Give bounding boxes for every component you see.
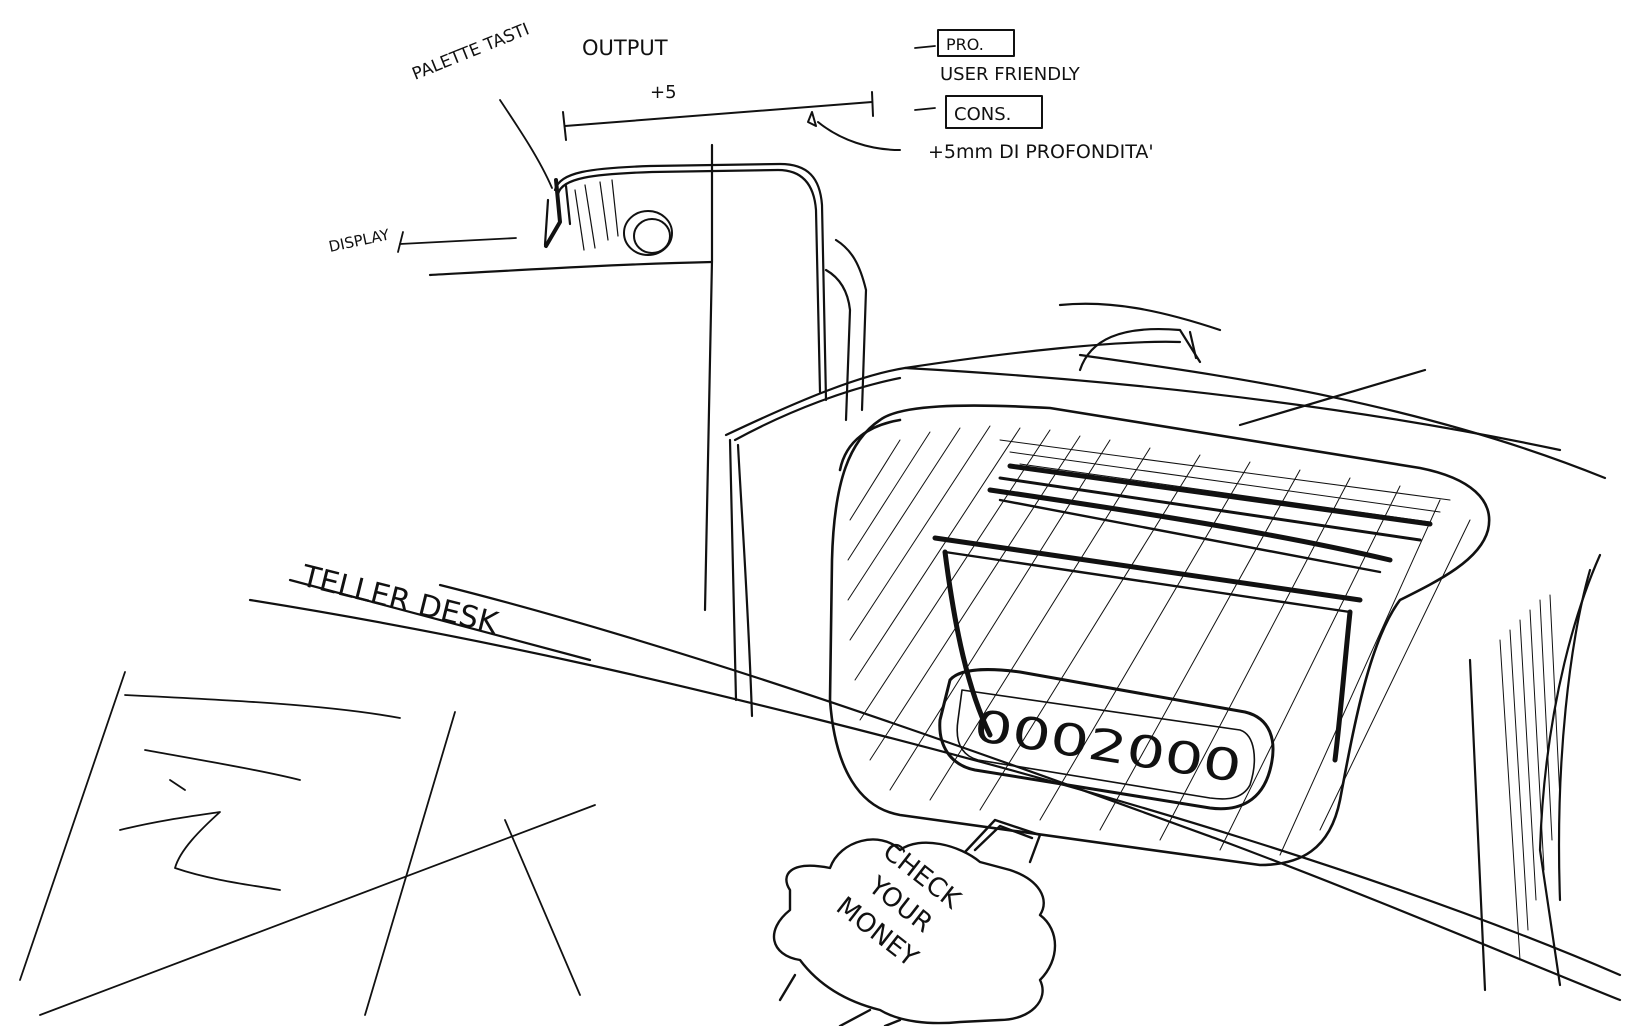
- label-cons: CONS.: [954, 104, 1011, 125]
- output-device: [428, 143, 868, 612]
- label-pro: PRO.: [946, 35, 984, 54]
- display-window: [544, 178, 572, 248]
- check-your-money-text: CHECK YOUR MONEY: [830, 836, 966, 973]
- foreground-frame-sketch: [19, 671, 596, 1016]
- label-dimension: +5: [650, 82, 677, 103]
- check-your-money-sign: [772, 818, 1057, 1026]
- bill-slot-upper: [998, 463, 1433, 542]
- bill-slot-middle: [987, 487, 1393, 574]
- label-teller-desk: TELLER DESK: [297, 559, 503, 642]
- counter-display: [938, 668, 1275, 811]
- label-depth-note: +5mm DI PROFONDITA': [928, 141, 1154, 163]
- label-user-friendly: USER FRIENDLY: [940, 64, 1081, 85]
- label-output: OUTPUT: [582, 36, 668, 60]
- pro-box: [937, 29, 1015, 57]
- desk-body: [248, 302, 1622, 1002]
- cons-box: [945, 95, 1043, 129]
- desk-side-hatching: [1499, 594, 1561, 961]
- label-palette-tasti: PALETTE TASTI: [409, 19, 532, 84]
- counter-display-digits: 0002000: [970, 700, 1245, 793]
- bill-slot-lower: [932, 535, 1363, 763]
- label-palette-tasti-text: PALETTE TASTI: [409, 19, 532, 84]
- output-dimension-line: [562, 91, 901, 151]
- cash-recess: [828, 404, 1491, 867]
- recess-hatching: [847, 425, 1471, 856]
- label-display: DISPLAY: [327, 225, 392, 256]
- tower-hatching: [574, 179, 619, 251]
- tower-round-button: [623, 210, 673, 256]
- leader-lines: [397, 45, 936, 253]
